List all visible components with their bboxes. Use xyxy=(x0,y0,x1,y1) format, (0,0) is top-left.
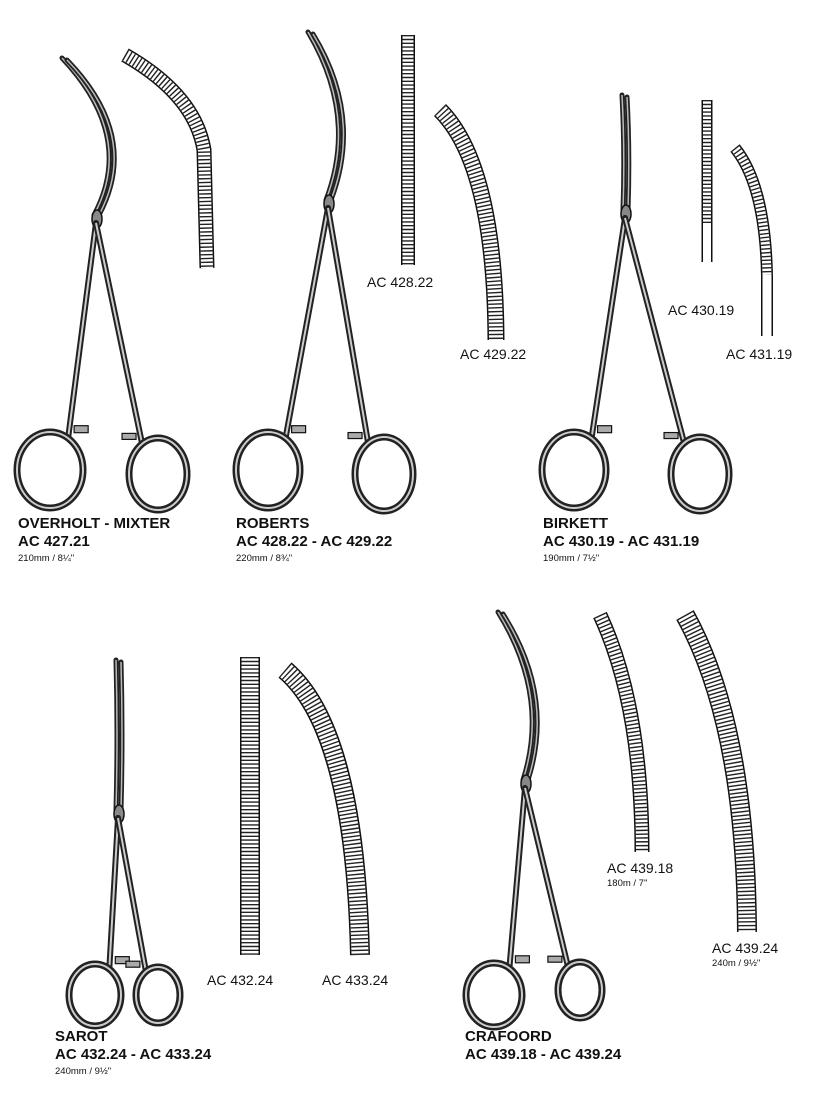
product-name: ROBERTS xyxy=(236,515,310,532)
product-birkett: BIRKETT AC 430.19 - AC 431.19 190mm / 7½… xyxy=(543,515,699,564)
product-name: OVERHOLT - MIXTER xyxy=(18,515,171,532)
product-codes: AC 439.18 - AC 439.24 xyxy=(465,1046,622,1063)
product-name: BIRKETT xyxy=(543,515,608,532)
jaw-label: AC 431.19 xyxy=(726,346,793,362)
product-overholt-mixter: OVERHOLT - MIXTER AC 427.21 210mm / 8¼" xyxy=(18,515,170,564)
product-sarot: SAROT AC 432.24 - AC 433.24 240mm / 9½" xyxy=(55,1028,211,1077)
product-size: 220mm / 8¾" xyxy=(236,553,293,564)
forceps-roberts xyxy=(232,29,417,515)
jaw-ac429-22-curved xyxy=(433,103,505,341)
jaw-label: AC 430.19 xyxy=(668,302,735,318)
forceps-birkett xyxy=(538,92,733,515)
product-codes: AC 427.21 xyxy=(18,533,90,550)
jaw-label: AC 432.24 xyxy=(207,972,274,988)
jaw-ac439-18-curved xyxy=(593,611,650,853)
product-size: 210mm / 8¼" xyxy=(18,553,75,564)
forceps-crafoord xyxy=(462,609,606,1031)
product-crafoord: CRAFOORD AC 439.18 - AC 439.24 xyxy=(465,1028,621,1064)
forceps-sarot xyxy=(65,657,184,1030)
jaw-label: AC 429.22 xyxy=(460,346,527,362)
product-codes: AC 430.19 - AC 431.19 xyxy=(543,533,700,550)
jaw-ac433-24-curved xyxy=(278,662,370,956)
product-name: SAROT xyxy=(55,1028,108,1045)
product-roberts: ROBERTS AC 428.22 - AC 429.22 220mm / 8¾… xyxy=(236,515,392,564)
jaw-size: 240m / 9½" xyxy=(712,958,761,969)
jaw-ac439-24-curved xyxy=(676,610,757,933)
jaw-label: AC 433.24 xyxy=(322,972,389,988)
product-size: 190mm / 7½" xyxy=(543,553,600,564)
forceps-overholt-mixter xyxy=(13,55,191,514)
product-size: 240mm / 9½" xyxy=(55,1066,112,1077)
jaw-label: AC 439.24 xyxy=(712,940,779,956)
jaw-size: 180m / 7" xyxy=(607,878,648,889)
product-name: CRAFOORD xyxy=(465,1028,552,1045)
product-codes: AC 432.24 - AC 433.24 xyxy=(55,1046,212,1063)
jaw-ac431-19-curved xyxy=(730,144,773,336)
jaw-label: AC 439.18 xyxy=(607,860,674,876)
jaw-label: AC 428.22 xyxy=(367,274,434,290)
jaw-overholt-curved xyxy=(121,48,215,269)
product-codes: AC 428.22 - AC 429.22 xyxy=(236,533,393,550)
